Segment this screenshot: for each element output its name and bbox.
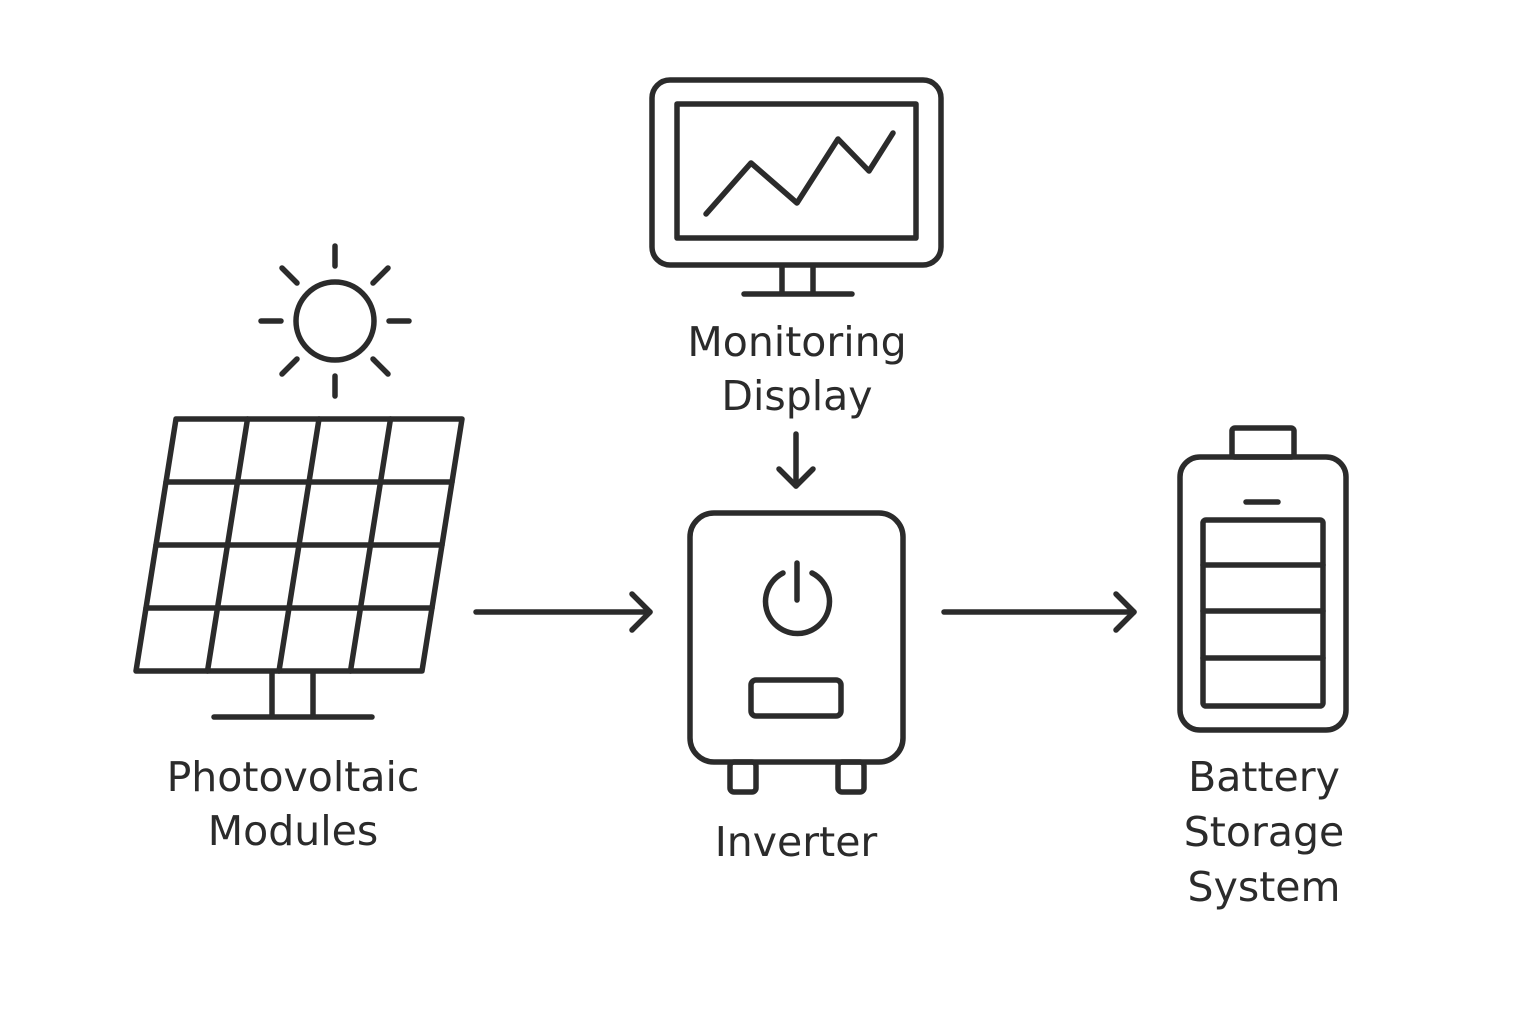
arrow-inverter-to-battery bbox=[941, 591, 1137, 633]
photovoltaic-label-line2: Modules bbox=[208, 807, 378, 855]
inverter-label: Inverter bbox=[715, 818, 878, 866]
arrow-pv-to-inverter bbox=[473, 591, 653, 633]
battery-label-line3: System bbox=[1188, 863, 1341, 911]
inverter-icon bbox=[687, 510, 906, 795]
sun-icon bbox=[258, 243, 412, 399]
photovoltaic-label-line1: Photovoltaic bbox=[167, 753, 420, 801]
solar-panel-icon bbox=[133, 416, 465, 720]
battery-label-line2: Storage bbox=[1184, 808, 1344, 856]
monitor-chart-icon bbox=[649, 77, 944, 297]
arrow-monitoring-to-inverter bbox=[776, 431, 816, 489]
battery-icon bbox=[1177, 425, 1349, 733]
monitoring-label-line1: Monitoring bbox=[687, 318, 906, 366]
battery-label-line1: Battery bbox=[1188, 753, 1340, 801]
monitoring-label-line2: Display bbox=[721, 372, 872, 420]
